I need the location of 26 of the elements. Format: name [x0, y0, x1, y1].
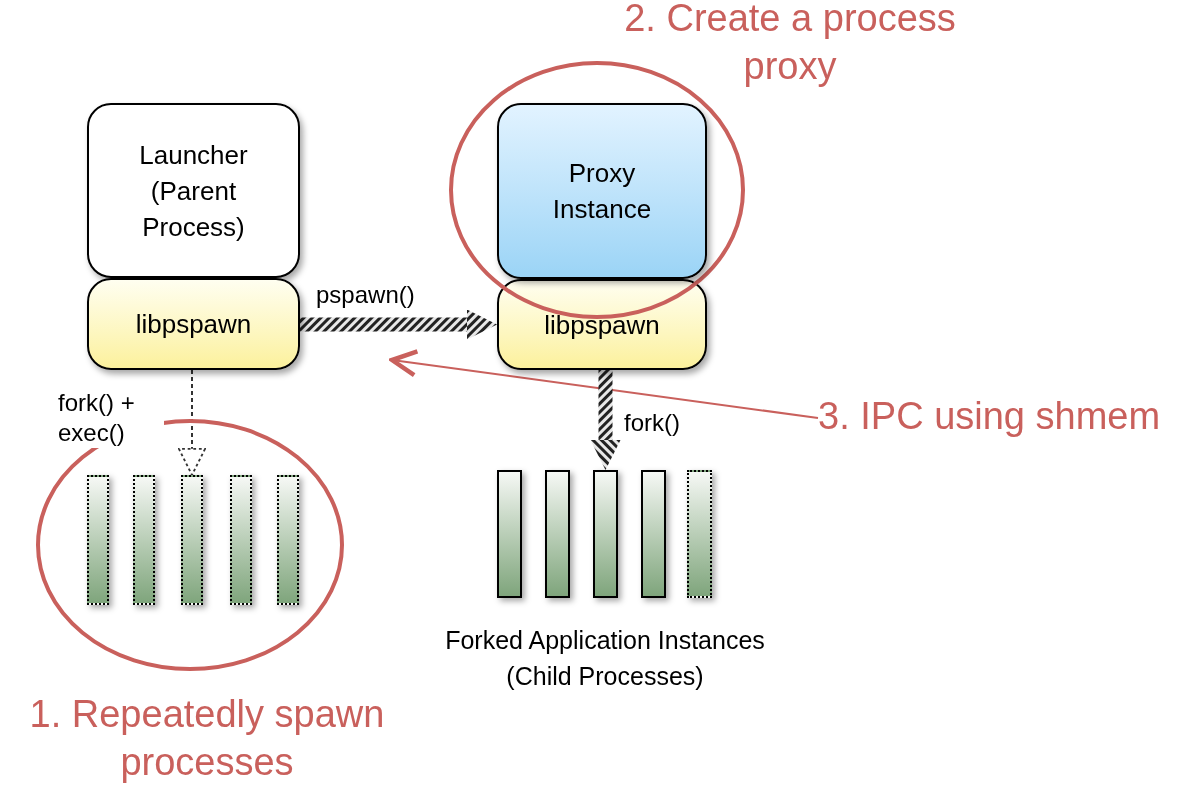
- callout-text: 2. Create a process proxy: [623, 0, 957, 89]
- dashed-process-bar: [181, 475, 203, 605]
- node-label: libpspawn: [544, 308, 660, 342]
- process-bar: [545, 470, 570, 598]
- node-label: Launcher (Parent Process): [138, 139, 249, 244]
- dashed-process-bar: [230, 475, 252, 605]
- dashed-process-bar: [277, 475, 299, 605]
- arrow: [590, 370, 621, 470]
- callout-text: 1. Repeatedly spawn processes: [28, 692, 386, 785]
- caption-text: Forked Application Instances (Child Processes): [445, 625, 765, 692]
- dashed-process-bar: [87, 475, 109, 605]
- process-bar: [593, 470, 618, 598]
- library-box: [497, 279, 707, 370]
- arrow: [389, 349, 819, 419]
- arrow: [178, 369, 206, 476]
- dashed-process-bar: [687, 470, 712, 598]
- node-label: Proxy Instance: [551, 157, 653, 226]
- process-box: [497, 103, 707, 279]
- node-label: libpspawn: [135, 308, 252, 341]
- process-bar: [497, 470, 522, 598]
- arrow: [300, 309, 497, 340]
- dashed-process-bar: [133, 475, 155, 605]
- library-box: [87, 278, 300, 370]
- process-box: [87, 103, 300, 278]
- callout-text: 3. IPC using shmem: [818, 392, 1198, 444]
- process-bar: [641, 470, 666, 598]
